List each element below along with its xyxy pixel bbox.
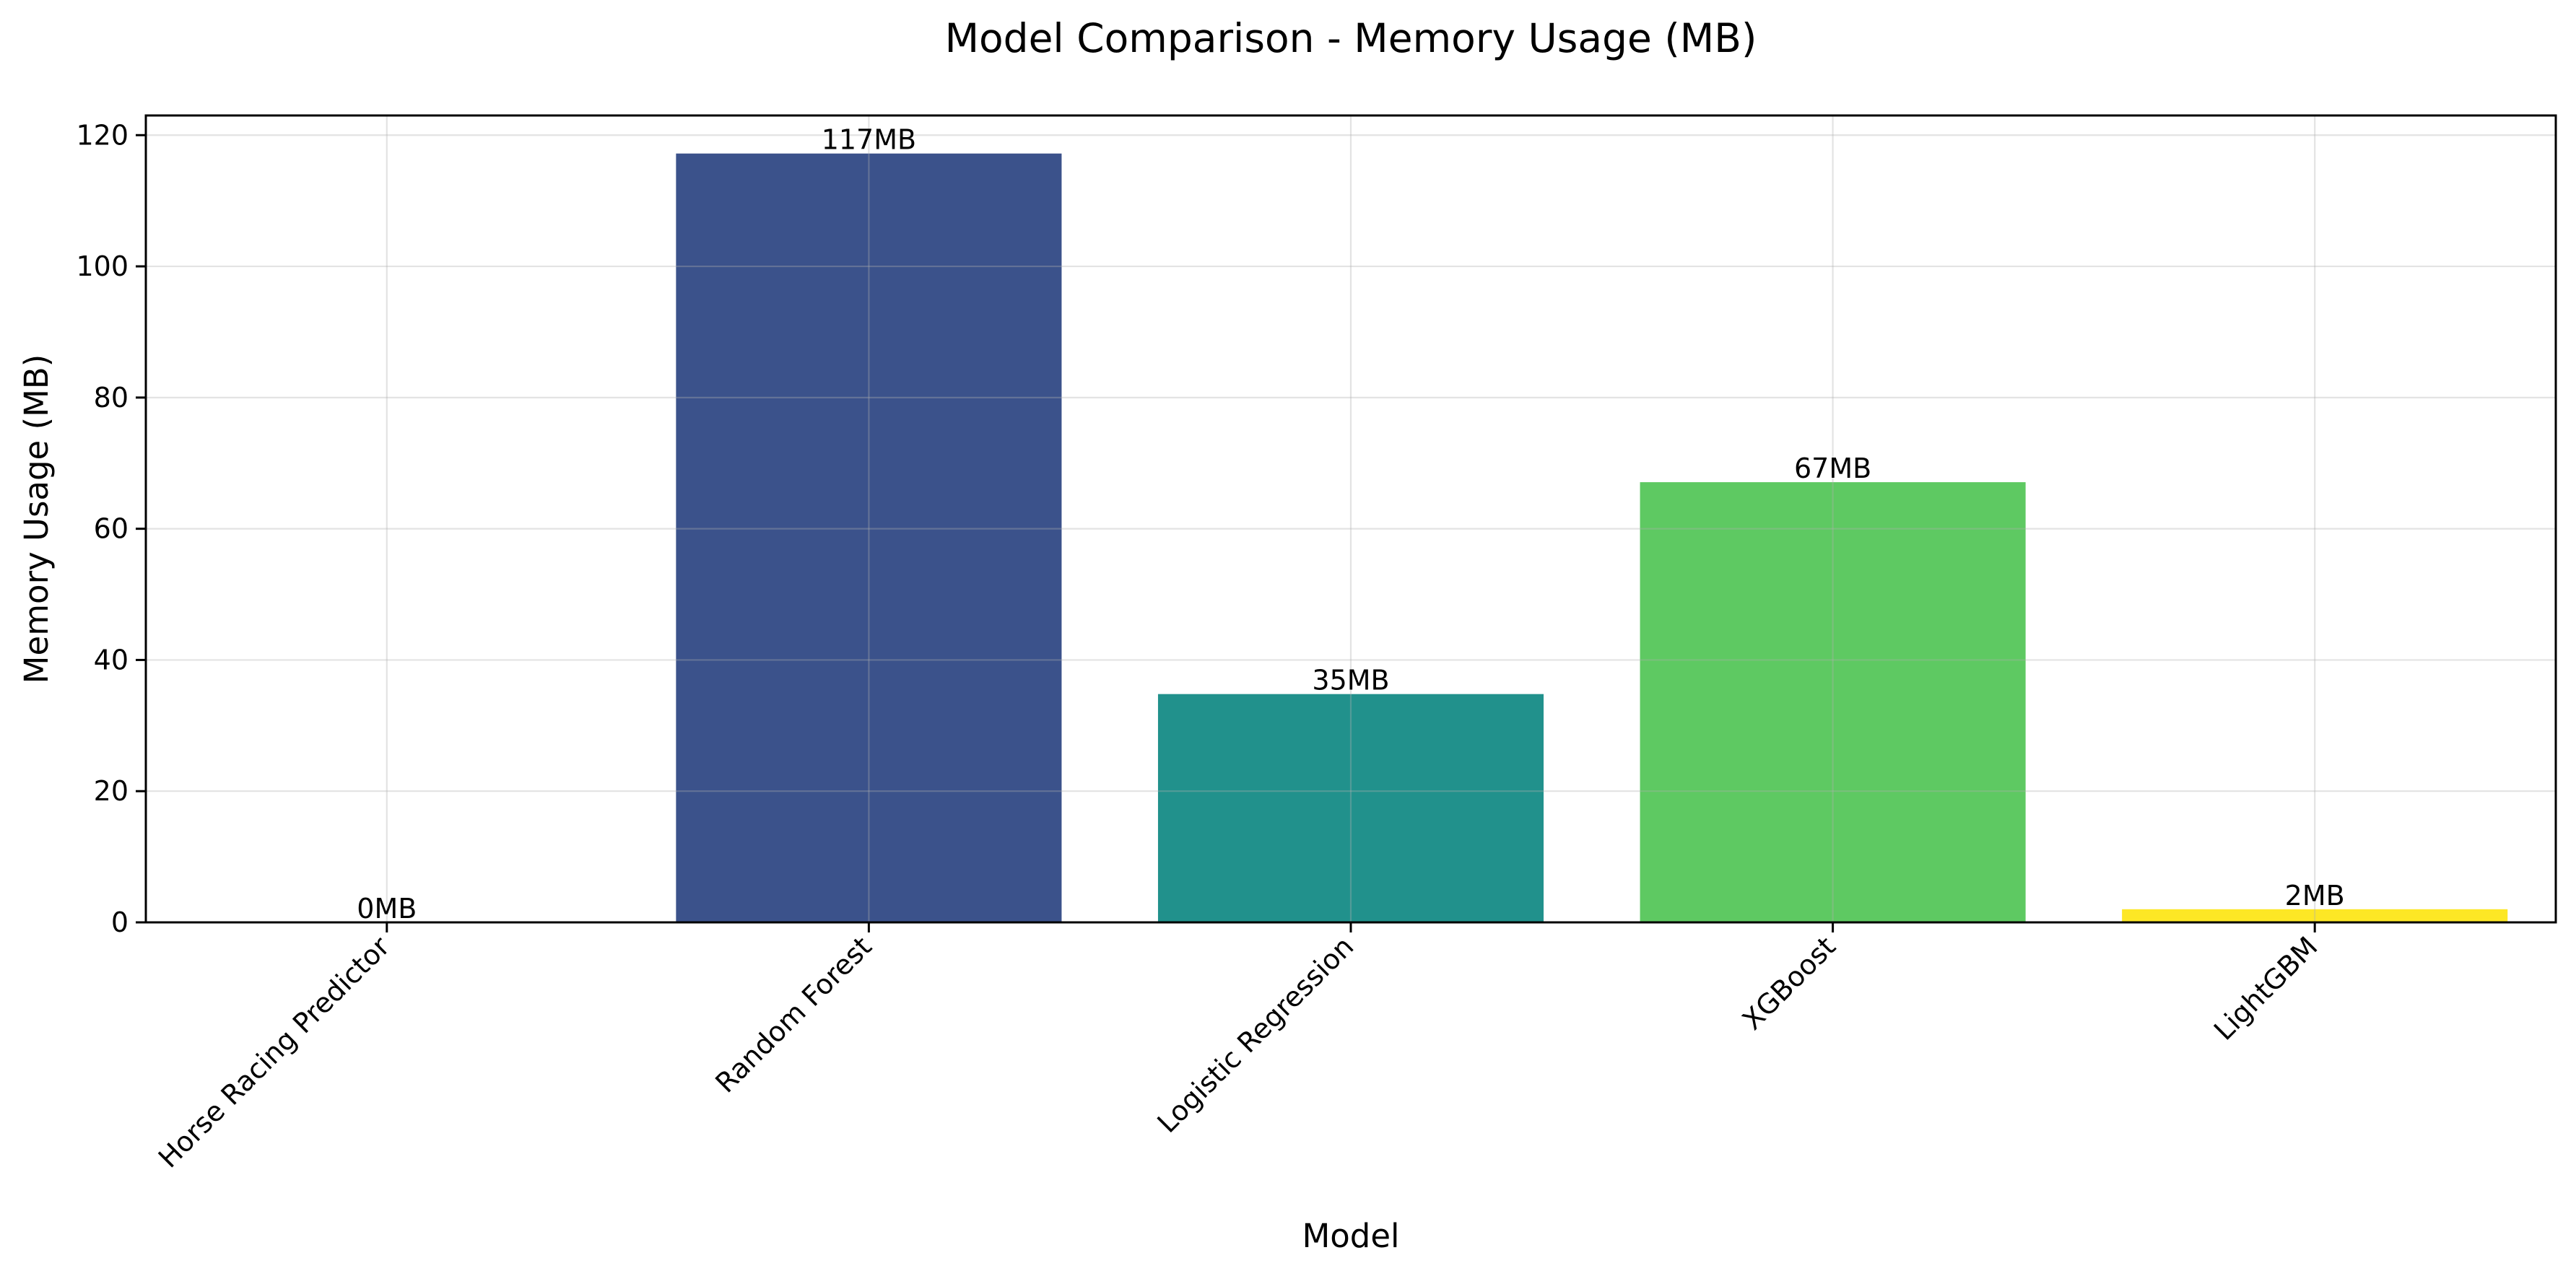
y-tick-label: 60 (94, 513, 129, 545)
y-axis-label: Memory Usage (MB) (17, 354, 56, 684)
bar-value-label: 0MB (357, 893, 417, 925)
x-tick-label: Random Forest (709, 930, 877, 1098)
y-tick-label: 80 (94, 382, 129, 414)
bars (676, 153, 2508, 922)
y-tick-label: 120 (76, 119, 129, 151)
y-tick-label: 40 (94, 644, 129, 676)
data-labels: 0MB 117MB 35MB 67MB 2MB (357, 124, 2344, 925)
x-tick-label: LightGBM (2208, 930, 2324, 1046)
y-tick-label: 100 (76, 250, 129, 282)
bar-value-label: 67MB (1794, 453, 1871, 484)
x-tick-label: XGBoost (1736, 930, 1842, 1036)
bar-4 (2122, 909, 2508, 922)
y-tick-label: 0 (111, 906, 129, 938)
x-axis-label: Model (1302, 1217, 1399, 1255)
grid (146, 115, 2556, 924)
bar-value-label: 2MB (2285, 880, 2345, 912)
y-tick-label: 20 (94, 775, 129, 807)
chart-title: Model Comparison - Memory Usage (MB) (945, 15, 1757, 61)
bar-1 (676, 153, 1062, 922)
x-tick-label: Logistic Regression (1151, 930, 1359, 1139)
bar-3 (1640, 482, 2026, 922)
bar-value-label: 117MB (822, 124, 916, 156)
bar-2 (1157, 694, 1544, 922)
bar-value-label: 35MB (1312, 665, 1389, 696)
x-tick-label: Horse Racing Predictor (152, 930, 396, 1174)
